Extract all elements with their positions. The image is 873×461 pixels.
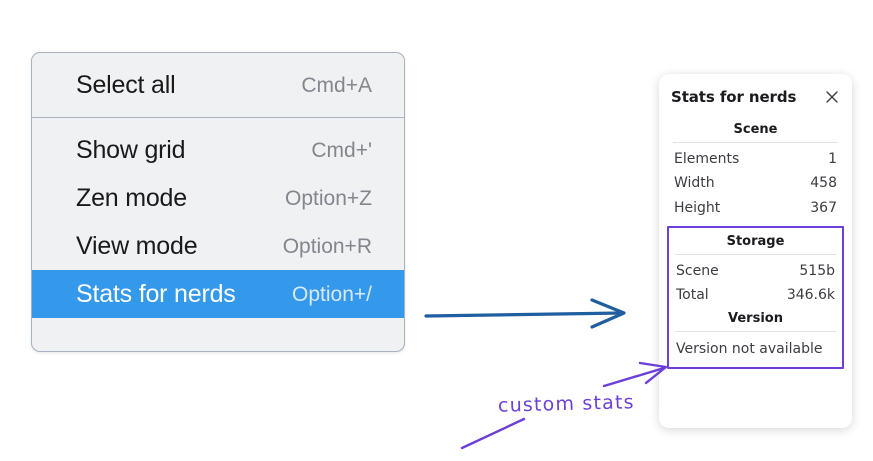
stat-row-width: Width 458 — [671, 171, 840, 195]
menu-item-label: View mode — [76, 231, 198, 260]
scene-section-heading: Scene — [733, 122, 778, 137]
menu-item-label: Select all — [76, 70, 176, 99]
version-text: Version not available — [676, 341, 823, 358]
scene-divider — [673, 142, 838, 143]
stat-value: 1 — [828, 151, 837, 167]
menu-item-view-mode[interactable]: View mode Option+R — [32, 222, 404, 270]
stat-key: Total — [676, 287, 709, 304]
storage-divider — [675, 253, 836, 255]
stat-key: Elements — [674, 151, 740, 167]
version-divider — [675, 331, 836, 333]
version-section-heading: Version — [728, 311, 783, 327]
menu-item-stats-for-nerds[interactable]: Stats for nerds Option+/ — [32, 270, 404, 318]
context-menu[interactable]: Select all Cmd+A Show grid Cmd+' Zen mod… — [31, 52, 405, 352]
menu-item-zen-mode[interactable]: Zen mode Option+Z — [32, 174, 404, 222]
stat-key: Height — [674, 199, 721, 216]
stat-key: Scene — [676, 262, 719, 279]
menu-item-shortcut: Option+Z — [285, 186, 372, 210]
menu-item-shortcut: Cmd+A — [301, 73, 372, 97]
menu-item-shortcut: Cmd+' — [311, 138, 372, 162]
menu-item-label: Show grid — [76, 135, 186, 164]
purple-arrow-icon — [602, 361, 668, 388]
stat-row-elements: Elements 1 — [671, 147, 840, 171]
menu-item-shortcut: Option+R — [282, 234, 372, 258]
blue-arrow-icon — [424, 298, 626, 329]
close-icon[interactable] — [824, 89, 840, 105]
stats-panel-header: Stats for nerds — [671, 88, 840, 106]
stat-value: 515b — [799, 262, 835, 279]
stats-for-nerds-panel: Stats for nerds Scene Elements 1 Width 4… — [659, 74, 852, 428]
storage-section-heading: Storage — [726, 233, 785, 249]
purple-underline-stroke — [460, 417, 526, 450]
menu-section-1: Select all Cmd+A — [32, 53, 404, 117]
menu-item-shortcut: Option+/ — [292, 282, 372, 306]
stat-value: 458 — [810, 175, 837, 192]
stat-value: 367 — [810, 199, 837, 216]
custom-stats-highlight-box: Storage Scene 515b Total 346.6k Version … — [667, 225, 844, 369]
menu-item-select-all[interactable]: Select all Cmd+A — [32, 61, 404, 109]
menu-item-show-grid[interactable]: Show grid Cmd+' — [32, 126, 404, 174]
menu-item-label: Zen mode — [76, 183, 187, 212]
stat-row-height: Height 367 — [671, 196, 840, 220]
menu-item-label: Stats for nerds — [76, 279, 236, 308]
stat-value: 346.6k — [786, 287, 835, 304]
stat-row-storage-total: Total 346.6k — [673, 283, 838, 307]
custom-stats-annotation-label: custom stats — [497, 391, 636, 417]
stat-key: Width — [674, 175, 715, 192]
stat-row-storage-scene: Scene 515b — [673, 259, 838, 283]
menu-section-2: Show grid Cmd+' Zen mode Option+Z View m… — [32, 118, 404, 326]
stats-panel-title: Stats for nerds — [671, 88, 797, 106]
menu-divider — [32, 117, 404, 118]
